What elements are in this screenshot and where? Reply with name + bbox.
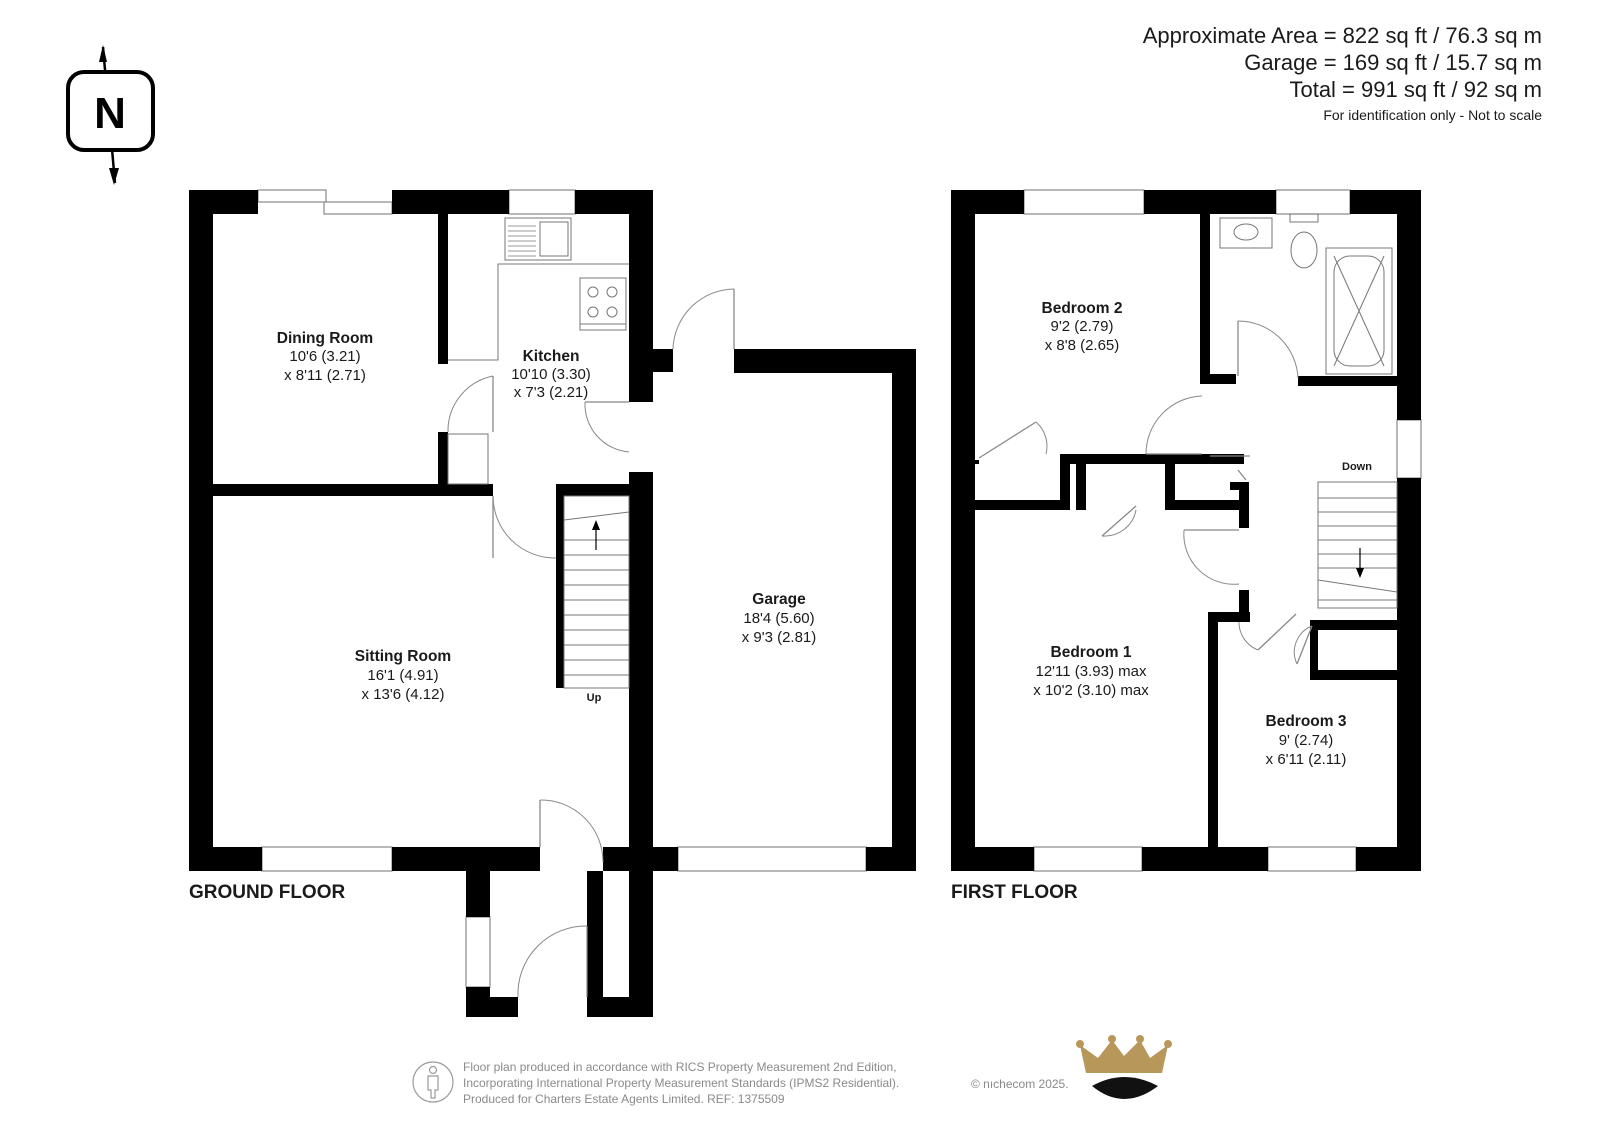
approximate-area-text: Approximate Area = 822 sq ft / 76.3 sq m (1142, 23, 1542, 48)
footer-statement: Floor plan produced in accordance with R… (463, 1059, 899, 1107)
bedroom-1-name: Bedroom 1 (1051, 644, 1132, 661)
garage-dim1: 18'4 (5.60) (743, 610, 814, 627)
ground-floor-plan (189, 189, 916, 1017)
bedroom-3-dim1: 9' (2.74) (1279, 732, 1334, 749)
copyright-text: © nıchecom 2025. (971, 1077, 1069, 1091)
compass-letter: N (94, 89, 126, 138)
footer-line-3: Produced for Charters Estate Agents Limi… (463, 1092, 785, 1106)
bedroom-2-name: Bedroom 2 (1042, 300, 1123, 317)
bedroom-2-dim1: 9'2 (2.79) (1051, 318, 1114, 335)
total-area-text: Total = 991 sq ft / 92 sq m (1289, 77, 1542, 102)
footer-line-2: Incorporating International Property Mea… (463, 1076, 900, 1090)
north-compass-icon: N (66, 45, 155, 185)
bedroom-3-dim2: x 6'11 (2.11) (1266, 751, 1347, 768)
sitting-room-dim1: 16'1 (4.91) (367, 667, 438, 684)
bedroom-3-name: Bedroom 3 (1266, 713, 1347, 730)
kitchen-dim1: 10'10 (3.30) (511, 366, 591, 383)
footer-line-1: Floor plan produced in accordance with R… (463, 1060, 897, 1074)
kitchen-name: Kitchen (523, 348, 580, 365)
bedroom-1-dim1: 12'11 (3.93) max (1036, 663, 1147, 680)
dining-room-name: Dining Room (277, 330, 373, 347)
garage-dim2: x 9'3 (2.81) (742, 629, 817, 646)
scale-note: For identification only - Not to scale (1323, 107, 1542, 123)
garage-name: Garage (752, 591, 806, 608)
garage-area-text: Garage = 169 sq ft / 15.7 sq m (1244, 50, 1542, 75)
dining-room-dim1: 10'6 (3.21) (289, 348, 360, 365)
first-floor-label: FIRST FLOOR (951, 882, 1078, 903)
ground-floor-label: GROUND FLOOR (189, 882, 345, 903)
first-floor-plan (951, 189, 1422, 872)
sitting-room-dim2: x 13'6 (4.12) (362, 686, 445, 703)
stairs-up-label: Up (587, 692, 602, 704)
crown-logo (1076, 1035, 1172, 1099)
person-figure-icon (412, 1061, 454, 1103)
kitchen-dim2: x 7'3 (2.21) (514, 384, 589, 401)
sitting-room-name: Sitting Room (355, 648, 451, 665)
stairs-down-label: Down (1342, 461, 1372, 473)
bedroom-2-dim2: x 8'8 (2.65) (1045, 337, 1120, 354)
bedroom-1-dim2: x 10'2 (3.10) max (1033, 682, 1149, 699)
dining-room-dim2: x 8'11 (2.71) (284, 367, 366, 384)
area-summary: Approximate Area = 822 sq ft / 76.3 sq m… (1143, 22, 1542, 127)
